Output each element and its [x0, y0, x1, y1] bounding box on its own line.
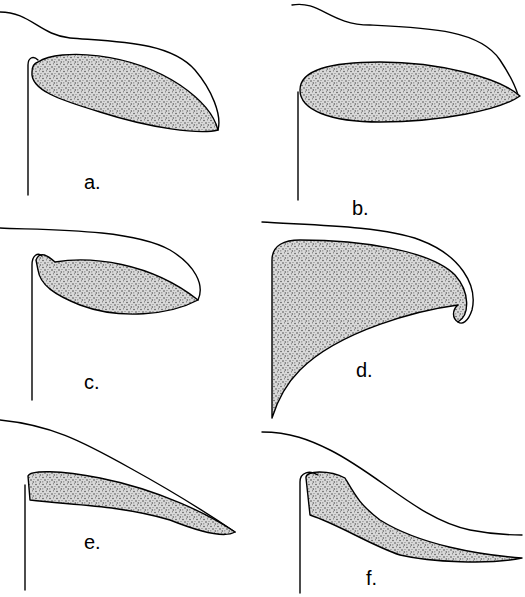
panel-letter: d. [356, 360, 373, 380]
fat-pad [272, 240, 467, 418]
septum-line [297, 92, 298, 200]
panel-letter: b. [352, 198, 369, 218]
fat-pad [306, 472, 522, 562]
panel-letter: a. [84, 172, 101, 192]
panel-letter: e. [84, 532, 101, 552]
panel-letter: f. [366, 568, 377, 588]
lid-outline [262, 432, 522, 535]
fat-pad [36, 255, 198, 314]
septum-line [24, 485, 25, 590]
septum-line [300, 472, 318, 593]
fat-pad [300, 62, 520, 122]
fat-pad [28, 472, 235, 535]
fat-pad [32, 54, 218, 131]
septum-line [28, 58, 38, 195]
panel-letter: c. [84, 372, 100, 392]
septum-line [32, 254, 42, 400]
